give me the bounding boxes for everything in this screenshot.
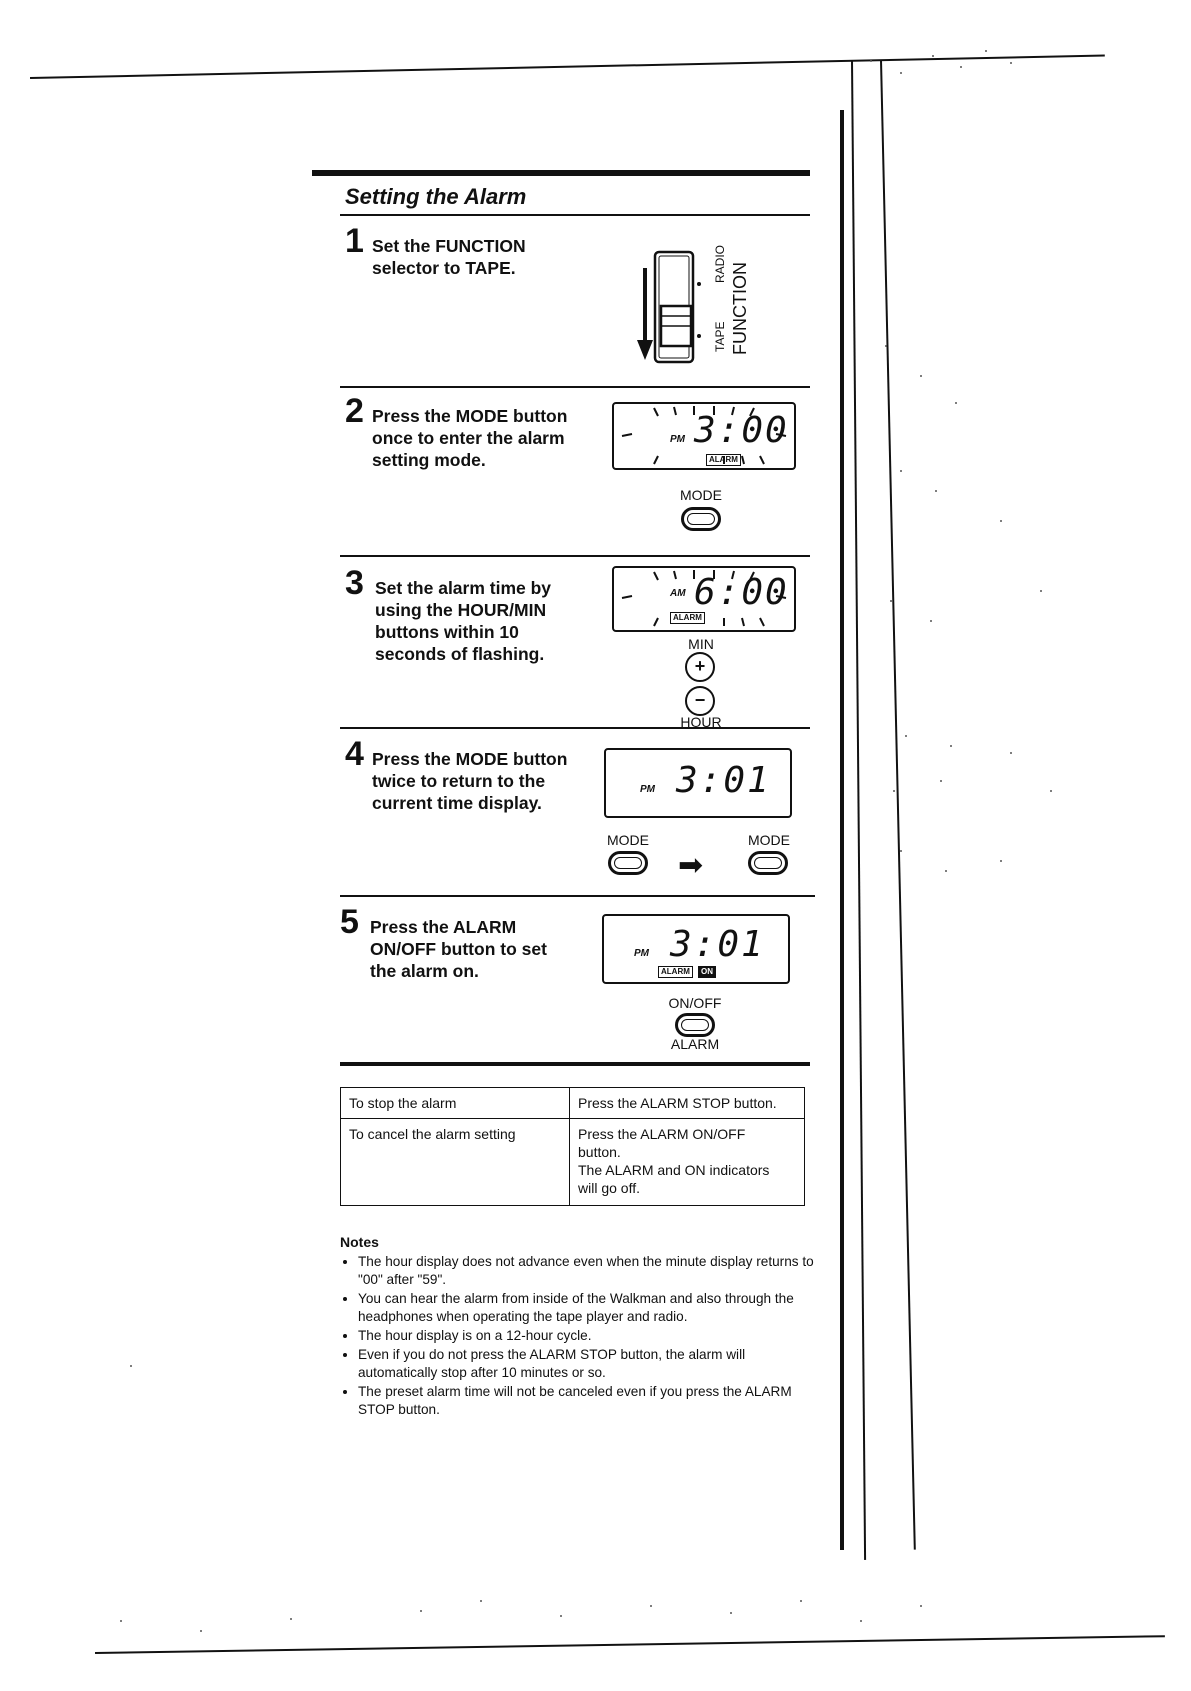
function-label: FUNCTION (730, 262, 750, 355)
arrow-right-icon: ➡ (678, 849, 704, 882)
table-cell-action: Press the ALARM STOP button. (569, 1087, 805, 1119)
step-4-time: 3:01 (676, 760, 771, 801)
alarm-reference-table: To stop the alarm Press the ALARM STOP b… (340, 1087, 805, 1206)
mode-button-label: MODE (680, 487, 722, 503)
function-tape-label: TAPE (713, 321, 727, 352)
alarm-button-label: ALARM (670, 1036, 720, 1052)
step-2-number: 2 (345, 392, 364, 430)
notes-list: The hour display does not advance even w… (340, 1253, 818, 1420)
title-underline (340, 214, 810, 216)
function-radio-label: RADIO (713, 244, 727, 283)
mode-button-second[interactable] (748, 851, 788, 875)
table-row: To cancel the alarm setting Press the AL… (340, 1118, 805, 1206)
step-3-alarm-indicator: ALARM (670, 612, 705, 624)
onoff-button-label: ON/OFF (668, 995, 722, 1011)
min-button-label: MIN (688, 636, 714, 652)
step-4-lcd-display: PM 3:01 (604, 748, 792, 818)
step-2-text: Press the MODE button once to enter the … (372, 406, 568, 470)
mode-button[interactable] (681, 507, 721, 531)
alarm-onoff-button[interactable] (675, 1013, 715, 1037)
table-row: To stop the alarm Press the ALARM STOP b… (340, 1087, 805, 1119)
step-4-number: 4 (345, 735, 364, 773)
hour-minus-button[interactable]: − (685, 686, 715, 716)
list-item: Even if you do not press the ALARM STOP … (358, 1346, 818, 1382)
step-3-time: 6:00 (694, 572, 789, 613)
step-2-lcd-display: PM 3:00 ALARM (612, 402, 796, 470)
flash-marks-icon (621, 570, 787, 627)
step-4-ampm: PM (640, 784, 655, 795)
step-3-text: Set the alarm time by using the HOUR/MIN… (375, 578, 552, 664)
flash-marks-icon (621, 406, 787, 465)
list-item: The preset alarm time will not be cancel… (358, 1383, 818, 1419)
step-5-number: 5 (340, 903, 359, 941)
step-1-number: 1 (345, 222, 364, 260)
section-end-thick-rule (340, 1062, 810, 1066)
binding-line-far (880, 59, 916, 1550)
scan-top-edge (30, 54, 1105, 79)
step-5-text: Press the ALARM ON/OFF button to set the… (370, 917, 547, 981)
table-cell-situation: To stop the alarm (340, 1087, 570, 1119)
step-2-time: 3:00 (694, 410, 789, 451)
step-5-lcd-display: PM 3:01 ALARM ON (602, 914, 790, 984)
step-3-number: 3 (345, 564, 364, 602)
scan-bottom-edge (95, 1635, 1165, 1654)
table-cell-situation: To cancel the alarm setting (340, 1118, 570, 1206)
mode-button-label-second: MODE (748, 832, 790, 848)
step-5-ampm: PM (634, 948, 649, 959)
mode-button-label-first: MODE (607, 832, 649, 848)
step-5-alarm-indicator: ALARM (658, 966, 693, 978)
title-thick-rule (312, 170, 810, 176)
function-switch-diagram (637, 250, 701, 364)
function-selector-switch[interactable] (635, 248, 705, 368)
step-5-time: 3:01 (670, 924, 765, 965)
binding-line-left (840, 110, 844, 1550)
hour-button-label: HOUR (680, 714, 722, 730)
list-item: The hour display is on a 12-hour cycle. (358, 1327, 818, 1345)
step-5-on-indicator: ON (698, 966, 716, 978)
step-divider-1 (340, 386, 810, 388)
table-cell-action: Press the ALARM ON/OFF button. The ALARM… (569, 1118, 805, 1206)
step-4-text: Press the MODE button twice to return to… (372, 749, 568, 813)
binding-line-right (851, 59, 866, 1560)
step-2-alarm-indicator: ALARM (706, 454, 741, 466)
notes-heading: Notes (340, 1234, 379, 1250)
page-title: Setting the Alarm (345, 184, 527, 209)
step-3-lcd-display: AM 6:00 ALARM (612, 566, 796, 632)
min-plus-button[interactable]: + (685, 652, 715, 682)
step-2-ampm: PM (670, 434, 685, 445)
list-item: You can hear the alarm from inside of th… (358, 1290, 818, 1326)
step-1-text: Set the FUNCTION selector to TAPE. (372, 236, 526, 278)
step-3-ampm: AM (670, 588, 686, 599)
mode-button-first[interactable] (608, 851, 648, 875)
step-divider-3 (340, 727, 810, 729)
list-item: The hour display does not advance even w… (358, 1253, 818, 1289)
step-divider-2 (340, 555, 810, 557)
step-divider-4 (340, 895, 815, 897)
